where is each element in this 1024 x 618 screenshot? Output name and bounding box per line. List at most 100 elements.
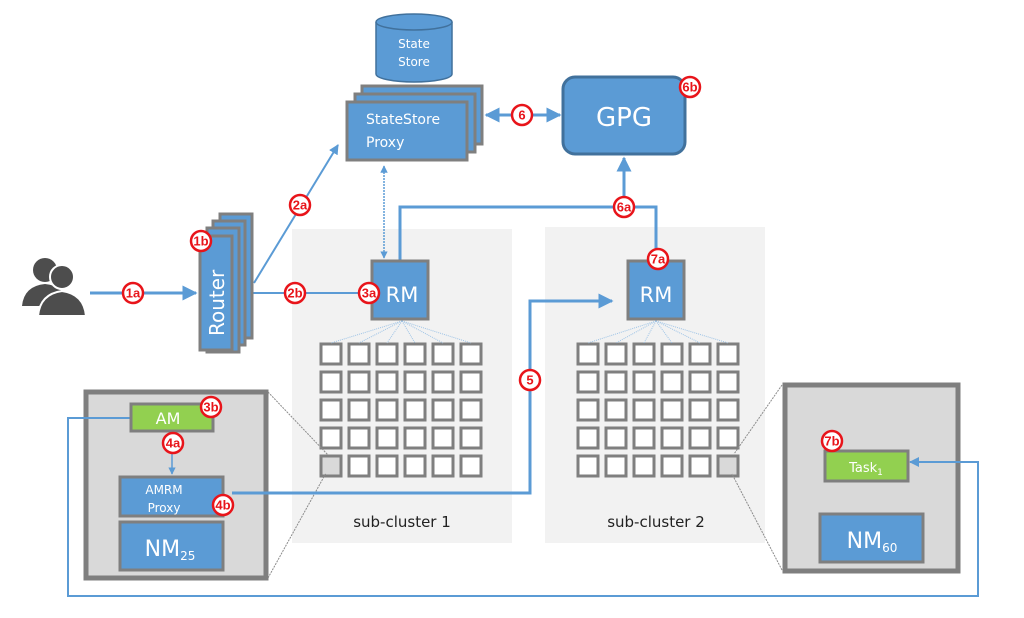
node-cell[interactable] (403, 398, 427, 422)
rm2-box[interactable]: RM (626, 259, 686, 321)
node-cell[interactable] (688, 398, 712, 422)
fanout-line (401, 320, 444, 344)
step-badge-2a: 2a (288, 193, 312, 217)
node-cell[interactable] (375, 342, 399, 366)
node-cell[interactable] (604, 370, 628, 394)
node-cell[interactable] (688, 454, 712, 478)
node-cell[interactable] (431, 426, 455, 450)
amrm-proxy-label-1: AMRM (145, 483, 182, 497)
router-stack[interactable]: Router (198, 212, 254, 354)
node-cell[interactable] (375, 398, 399, 422)
step-badge-7a: 7a (646, 247, 670, 271)
node-cell[interactable] (660, 342, 684, 366)
node-cell[interactable] (688, 426, 712, 450)
node-cell[interactable] (459, 342, 483, 366)
state-store-label-2: Store (398, 55, 430, 69)
rm1-box[interactable]: RM (370, 259, 430, 321)
node-cell[interactable] (576, 342, 600, 366)
node-cell[interactable] (576, 426, 600, 450)
node-cell[interactable] (347, 426, 371, 450)
gpg-box[interactable]: GPG (561, 75, 687, 156)
node-cell[interactable] (403, 342, 427, 366)
node-cell[interactable] (604, 342, 628, 366)
nm60-box[interactable]: NM60 (818, 512, 925, 564)
step-badge-label: 6 (518, 108, 525, 123)
sub-cluster-2-label: sub-cluster 2 (607, 513, 705, 531)
node-cell[interactable] (632, 398, 656, 422)
node-cell[interactable] (431, 398, 455, 422)
node-cell[interactable] (375, 454, 399, 478)
node-cell[interactable] (604, 426, 628, 450)
node-cell[interactable] (347, 342, 371, 366)
step-badge-7b: 7b (820, 429, 844, 453)
node-cell[interactable] (660, 454, 684, 478)
node-cell[interactable] (431, 342, 455, 366)
node-cell[interactable] (459, 370, 483, 394)
node-cell[interactable] (716, 342, 740, 366)
step-badge-label: 6b (682, 80, 697, 95)
step-badge-1b: 1b (189, 229, 213, 253)
node-cell[interactable] (403, 370, 427, 394)
amrm-proxy-box[interactable]: AMRM Proxy (118, 475, 225, 518)
node-cell[interactable] (347, 454, 371, 478)
edge-amrm-rm2 (232, 293, 614, 495)
node-cell[interactable] (347, 370, 371, 394)
nm25-box[interactable]: NM25 (118, 520, 225, 572)
task1-label: Task1 (848, 461, 883, 478)
node-cell[interactable] (319, 398, 343, 422)
node-cell[interactable] (431, 454, 455, 478)
fanout-line (386, 320, 403, 344)
node-cell[interactable] (576, 454, 600, 478)
node-cell[interactable] (660, 370, 684, 394)
node-cell[interactable] (716, 398, 740, 422)
node-cell[interactable] (459, 426, 483, 450)
node-cell[interactable] (319, 342, 343, 366)
edge-rm-heartbeat (398, 205, 658, 260)
node-cell[interactable] (431, 370, 455, 394)
node-cell[interactable] (319, 370, 343, 394)
node-detail-box-2 (782, 382, 961, 574)
node-cell[interactable] (403, 426, 427, 450)
edge-am-task (67, 417, 979, 597)
node-cell[interactable] (403, 454, 427, 478)
node-cell[interactable] (459, 454, 483, 478)
node-cell[interactable] (632, 370, 656, 394)
node-cell[interactable] (604, 454, 628, 478)
node-cell[interactable] (716, 426, 740, 450)
node-cell[interactable] (632, 342, 656, 366)
node-cell[interactable] (375, 426, 399, 450)
node-cell[interactable] (459, 398, 483, 422)
step-badge-label: 4a (166, 436, 181, 451)
amrm-proxy-label-2: Proxy (148, 501, 181, 515)
step-badge-6: 6 (510, 103, 534, 127)
state-store-cylinder[interactable]: State Store (375, 13, 453, 83)
fanout-line (643, 320, 657, 344)
users-icon (22, 258, 88, 317)
node-cell[interactable] (632, 454, 656, 478)
node-cell[interactable] (576, 398, 600, 422)
node-cell[interactable] (632, 426, 656, 450)
node-cell[interactable] (660, 426, 684, 450)
highlighted-node-cell[interactable] (319, 454, 343, 478)
step-badge-2b: 2b (283, 281, 307, 305)
step-badge-label: 1b (193, 234, 208, 249)
node-cell[interactable] (604, 398, 628, 422)
node-cell[interactable] (576, 370, 600, 394)
task1-box[interactable]: Task1 (823, 449, 910, 483)
node-cell[interactable] (688, 342, 712, 366)
statestore-proxy-stack[interactable]: StateStore Proxy (345, 84, 484, 162)
node-cell[interactable] (347, 398, 371, 422)
rm1-fanout-lines (330, 320, 472, 344)
fanout-line (401, 320, 472, 344)
node-cell[interactable] (375, 370, 399, 394)
highlighted-node-cell[interactable] (716, 454, 740, 478)
step-badge-label: 6a (617, 200, 632, 215)
sub-cluster-2-node-grid (576, 342, 740, 478)
node-cell[interactable] (688, 370, 712, 394)
node-cell[interactable] (660, 398, 684, 422)
node-cell[interactable] (319, 426, 343, 450)
node-cell[interactable] (716, 370, 740, 394)
rm2-label: RM (640, 283, 673, 307)
step-badge-6b: 6b (678, 75, 702, 99)
